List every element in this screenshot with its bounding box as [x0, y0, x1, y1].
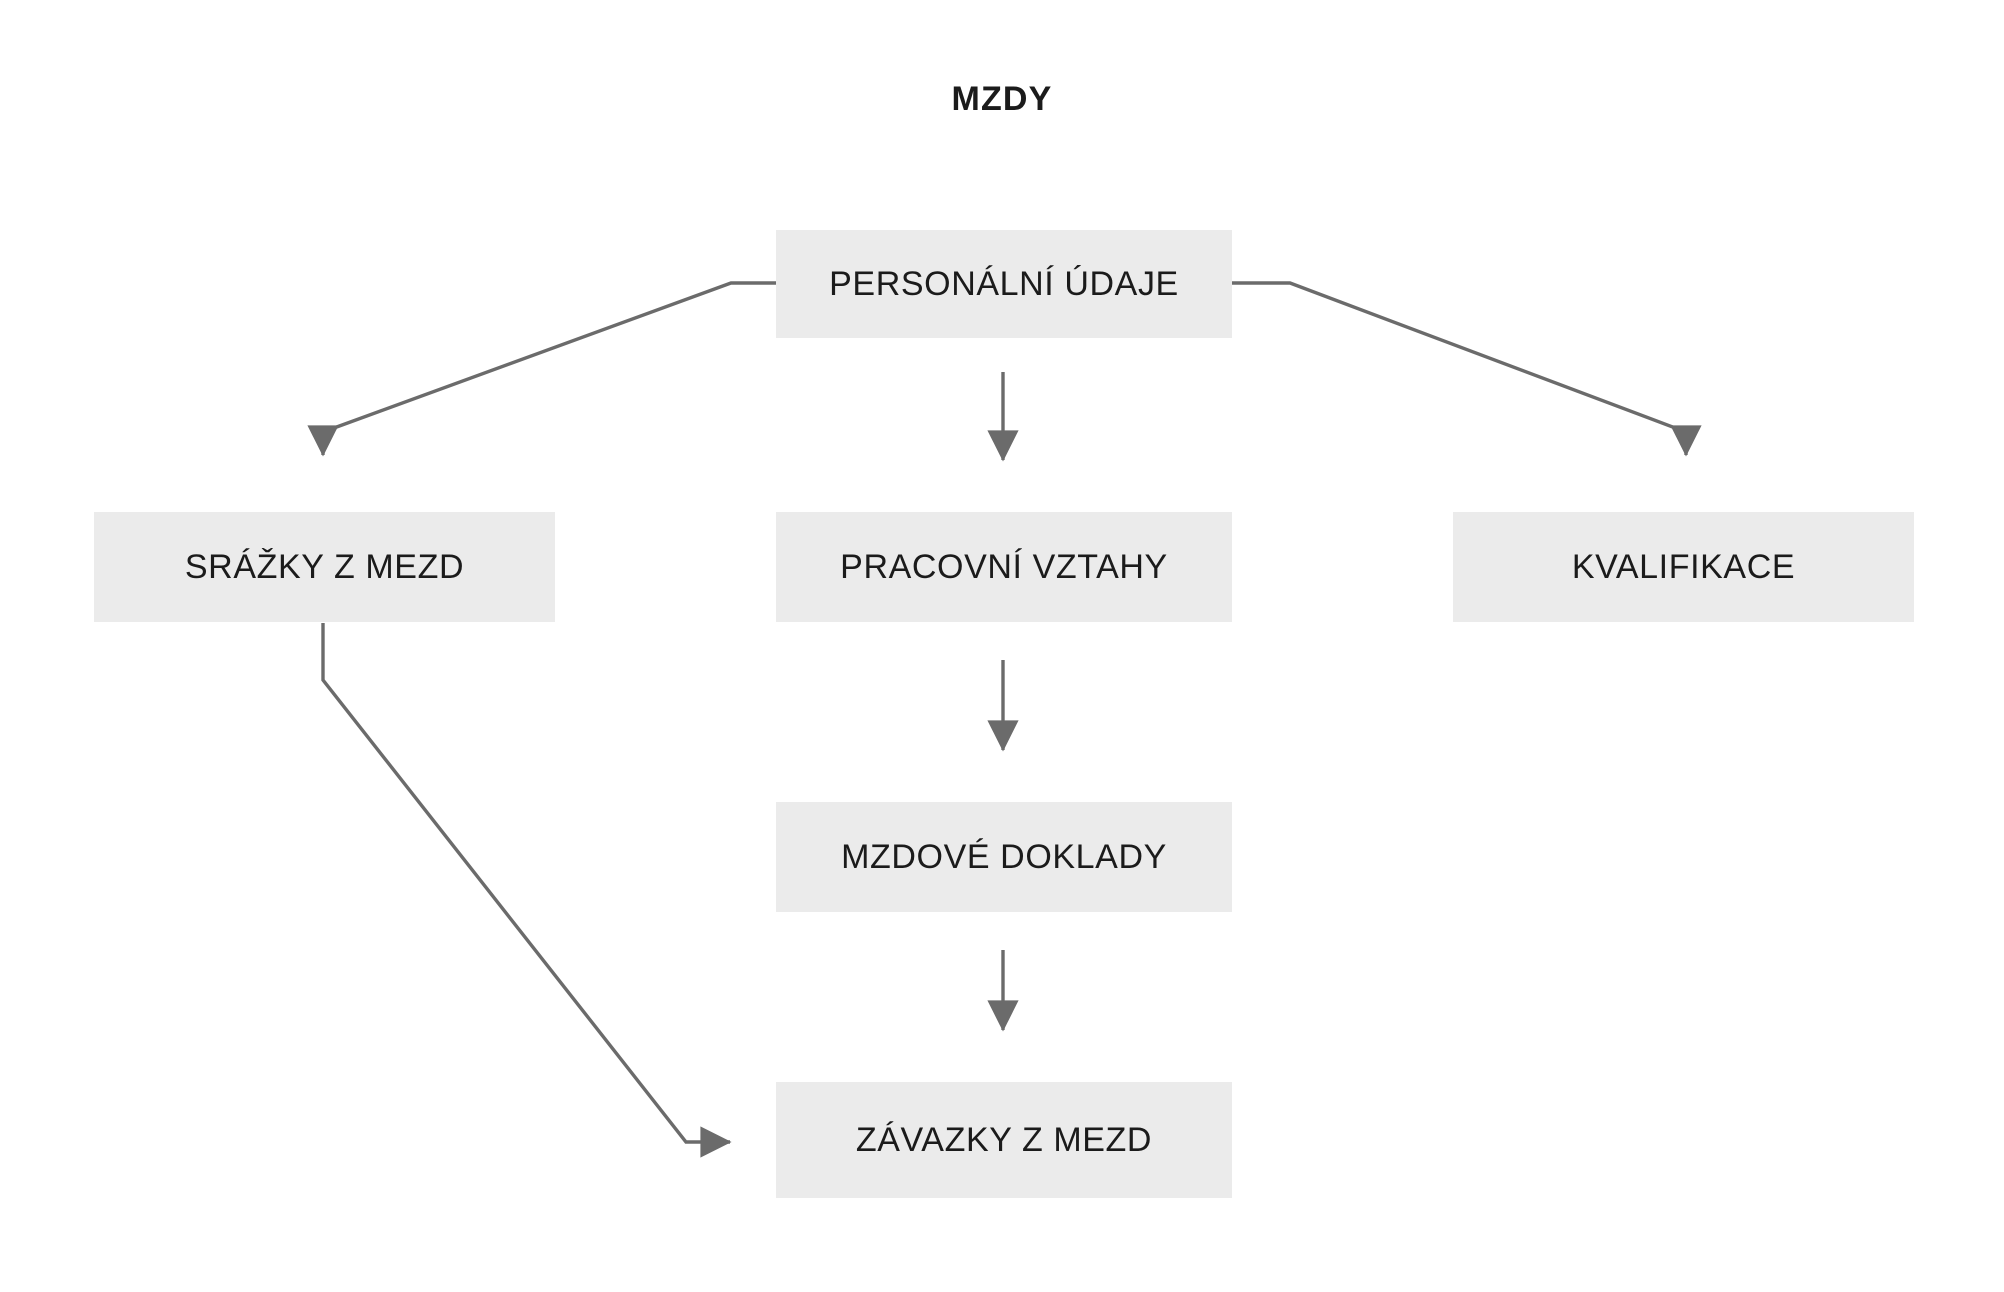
node-mzdove-doklady[interactable]: MZDOVÉ DOKLADY: [776, 802, 1232, 912]
node-label: PRACOVNÍ VZTAHY: [840, 548, 1168, 586]
edge-personalni-to-kvalifikace: [1232, 281, 1702, 457]
edge-srazky-to-zavazky: [321, 623, 732, 1158]
node-zavazky-z-mezd[interactable]: ZÁVAZKY Z MEZD: [776, 1082, 1232, 1198]
diagram-title: MZDY: [951, 80, 1053, 118]
node-label: MZDOVÉ DOKLADY: [841, 838, 1167, 876]
node-label: ZÁVAZKY Z MEZD: [855, 1121, 1153, 1159]
edge-personalni-to-srazky: [307, 281, 776, 457]
node-label: KVALIFIKACE: [1571, 548, 1796, 586]
node-srazky-z-mezd[interactable]: SRÁŽKY Z MEZD: [94, 512, 555, 622]
node-personalni-udaje[interactable]: PERSONÁLNÍ ÚDAJE: [776, 230, 1232, 338]
node-label: SRÁŽKY Z MEZD: [184, 548, 465, 586]
node-label: PERSONÁLNÍ ÚDAJE: [829, 265, 1179, 303]
node-kvalifikace[interactable]: KVALIFIKACE: [1453, 512, 1914, 622]
node-pracovni-vztahy[interactable]: PRACOVNÍ VZTAHY: [776, 512, 1232, 622]
